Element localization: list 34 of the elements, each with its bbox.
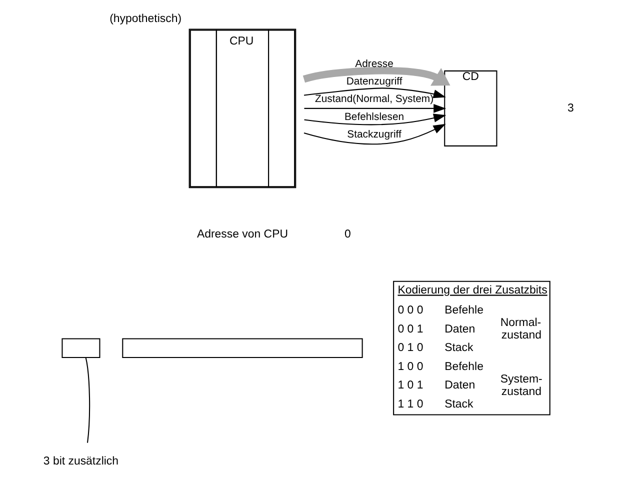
- label: Normal- zustand: [500, 317, 542, 342]
- label: Befehle: [444, 304, 484, 316]
- node-box: [122, 338, 363, 358]
- arrow: [304, 88, 446, 98]
- connector: [85, 357, 90, 443]
- label: Adresse von CPU: [196, 228, 288, 240]
- label: 1 1 0: [398, 398, 424, 410]
- label: 1 0 1: [398, 380, 424, 392]
- label: Daten: [444, 380, 476, 392]
- label: 3: [568, 102, 574, 114]
- label: Befehle: [444, 360, 484, 373]
- label: Stack: [444, 398, 474, 410]
- label: Stack: [444, 342, 474, 354]
- edge-label: Zustand(Normal, System): [315, 94, 434, 106]
- label: 0 1 0: [398, 342, 424, 354]
- edge-label: Adresse: [355, 58, 394, 70]
- edge-label: Befehlslesen: [344, 112, 404, 123]
- node-box: CD: [444, 70, 498, 146]
- label: 0 0 1: [398, 323, 424, 336]
- edge-label: Stackzugriff: [347, 130, 402, 141]
- node-label: (hypothetisch): [110, 12, 182, 25]
- arrow: [304, 124, 446, 145]
- label: Daten: [444, 323, 476, 336]
- arrow: [302, 66, 450, 86]
- arrow: [304, 104, 446, 113]
- label: 0: [344, 228, 351, 240]
- arrow: [304, 114, 446, 126]
- label: 0 0 0: [398, 304, 424, 316]
- edge-label: Datenzugriff: [346, 76, 402, 88]
- node-text: 3 bit zusätzlich: [43, 456, 119, 468]
- label: 1 0 0: [398, 360, 424, 373]
- node-box: [62, 338, 100, 358]
- label: Kodierung der drei Zusatzbits: [398, 284, 548, 297]
- label: System- zustand: [500, 373, 542, 398]
